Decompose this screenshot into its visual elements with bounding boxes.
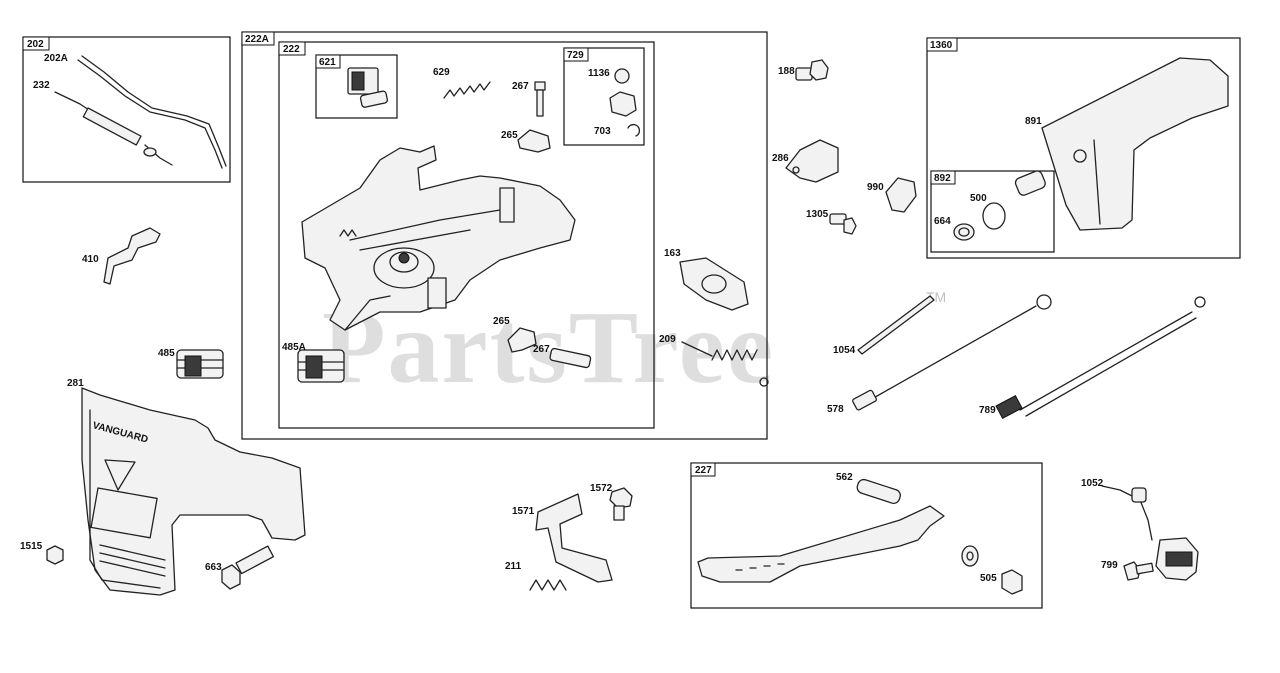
- callout-703: 703: [594, 126, 611, 137]
- callout-209: 209: [659, 334, 676, 345]
- group-label-222A: 222A: [245, 34, 269, 45]
- part-1571-bracket: [535, 493, 613, 583]
- callout-629: 629: [433, 67, 450, 78]
- callout-202A: 202A: [44, 53, 68, 64]
- part-629-spring: [443, 81, 491, 99]
- callout-265-lower: 265: [493, 316, 510, 327]
- group-label-729: 729: [567, 50, 584, 61]
- part-1052-switch: [1101, 485, 1199, 581]
- callout-664: 664: [934, 216, 951, 227]
- callout-505: 505: [980, 573, 997, 584]
- group-label-227: 227: [695, 465, 712, 476]
- callout-188: 188: [778, 66, 795, 77]
- callout-286: 286: [772, 153, 789, 164]
- part-188-bolt: [795, 59, 829, 81]
- group-label-621: 621: [319, 57, 336, 68]
- callout-799: 799: [1101, 560, 1118, 571]
- group-222: 222: [278, 41, 655, 429]
- callout-410: 410: [82, 254, 99, 265]
- group-227: 227: [690, 462, 1043, 609]
- part-410-hose: [103, 227, 161, 285]
- part-1305-bolt: [829, 213, 857, 235]
- callout-578: 578: [827, 404, 844, 415]
- callout-265-upper: 265: [501, 130, 518, 141]
- part-1515-nut: [46, 545, 64, 565]
- callout-562: 562: [836, 472, 853, 483]
- part-1572-bolt: [609, 487, 633, 521]
- part-209-spring: [681, 341, 769, 387]
- group-label-1360: 1360: [930, 40, 953, 51]
- callout-267-lower: 267: [533, 344, 550, 355]
- group-222A: 222A: [241, 31, 768, 440]
- part-267-screw-upper: [534, 81, 546, 117]
- part-799-bolt: [1123, 561, 1154, 581]
- part-211-spring: [529, 579, 567, 591]
- part-485-block: [176, 349, 224, 379]
- callout-663: 663: [205, 562, 222, 573]
- part-281-cover: VANGUARD: [81, 387, 306, 596]
- callout-1571: 1571: [512, 506, 535, 517]
- callout-1052: 1052: [1081, 478, 1104, 489]
- part-663-bolt: [221, 545, 275, 590]
- callout-163: 163: [664, 248, 681, 259]
- part-governor-bracket: [301, 145, 576, 331]
- callout-211: 211: [505, 561, 522, 572]
- group-label-892: 892: [934, 173, 951, 184]
- group-label-202: 202: [27, 39, 44, 50]
- group-1360: 1360: [926, 37, 1241, 259]
- group-202: 202: [22, 36, 231, 183]
- callout-1054: 1054: [833, 345, 856, 356]
- callout-267-upper: 267: [512, 81, 529, 92]
- callout-281: 281: [67, 378, 84, 389]
- part-163-gasket: [679, 257, 749, 311]
- part-1054-tie: [857, 295, 935, 355]
- callout-500: 500: [970, 193, 987, 204]
- part-990-clip: [885, 177, 917, 213]
- callout-485: 485: [158, 348, 175, 359]
- part-789-wire: [995, 296, 1206, 420]
- callout-1572: 1572: [590, 483, 613, 494]
- group-729: 729: [563, 47, 645, 146]
- callout-789: 789: [979, 405, 996, 416]
- callout-485A: 485A: [282, 342, 306, 353]
- callout-1305: 1305: [806, 209, 829, 220]
- part-286-block: [785, 139, 839, 183]
- part-267-screw-lower: [549, 347, 592, 369]
- callout-232: 232: [33, 80, 50, 91]
- group-892: 892: [930, 170, 1055, 253]
- callout-891: 891: [1025, 116, 1042, 127]
- part-485A-block: [297, 349, 345, 383]
- callout-1515: 1515: [20, 541, 43, 552]
- part-578-wire: [852, 294, 1052, 411]
- group-label-222: 222: [283, 44, 300, 55]
- part-265-clip-upper: [517, 129, 551, 153]
- callout-990: 990: [867, 182, 884, 193]
- group-621: 621: [315, 54, 398, 119]
- callout-1136: 1136: [588, 68, 610, 79]
- part-265-clip-lower: [507, 327, 537, 353]
